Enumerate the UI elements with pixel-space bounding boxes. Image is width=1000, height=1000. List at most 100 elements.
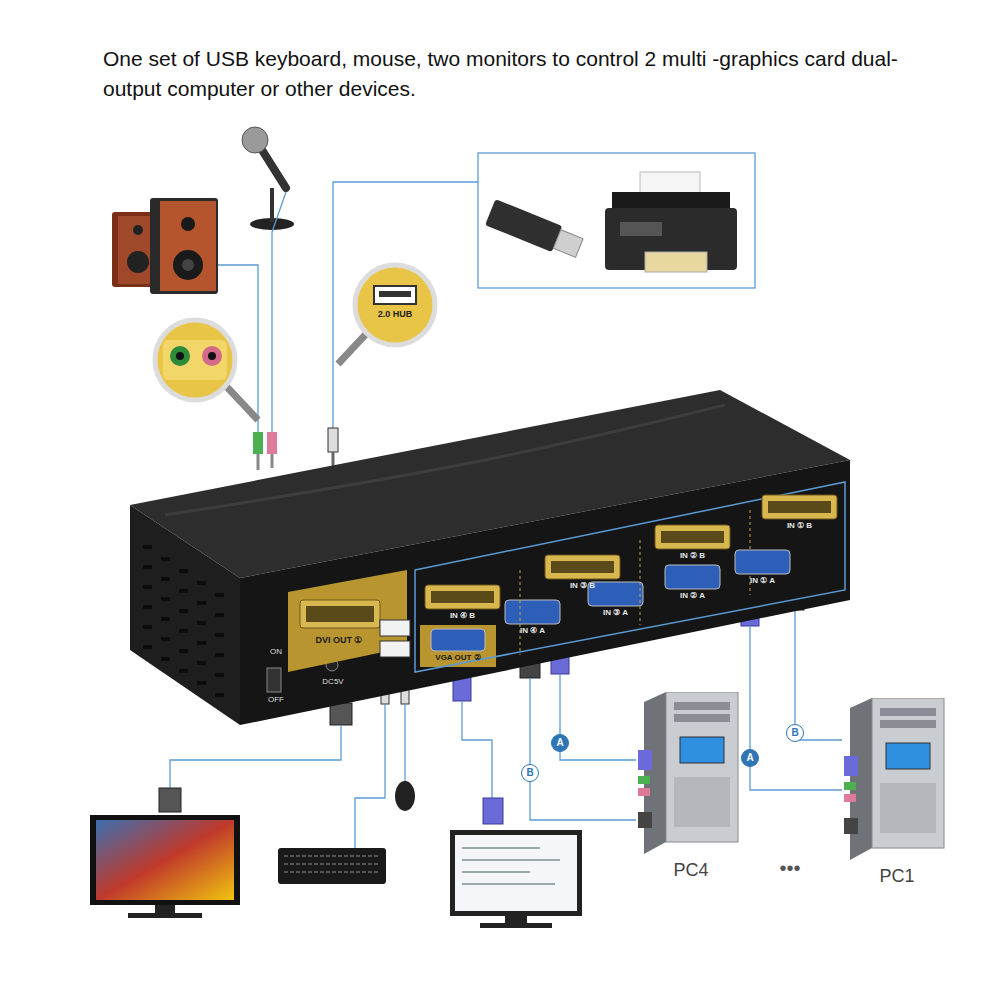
vent-slot bbox=[161, 657, 170, 661]
audio-jack-callout bbox=[170, 346, 190, 366]
port-divider bbox=[640, 540, 641, 625]
vent-slot bbox=[179, 589, 188, 593]
audio-jack-callout bbox=[163, 340, 227, 380]
power-switch bbox=[267, 668, 281, 692]
usb-port bbox=[380, 620, 410, 636]
microphone-illustration bbox=[242, 127, 268, 153]
computer-tower-body bbox=[636, 692, 746, 857]
dvi-port bbox=[300, 600, 380, 628]
mouse-illustration bbox=[395, 781, 415, 811]
audio-jack-callout bbox=[226, 386, 258, 420]
usb-device-box bbox=[478, 153, 755, 288]
port-label: DC5V bbox=[313, 677, 353, 687]
cable-connector bbox=[530, 725, 636, 820]
keyboard-illustration bbox=[284, 871, 380, 873]
kvm-switch-body bbox=[125, 385, 855, 725]
usb-hub-wire bbox=[332, 452, 335, 466]
audio-jack-callout bbox=[176, 352, 184, 360]
output-wire bbox=[355, 704, 385, 848]
rear-port bbox=[638, 750, 652, 770]
usb-device-box bbox=[485, 199, 562, 252]
tower-screen bbox=[680, 737, 724, 763]
vent-slot bbox=[215, 653, 224, 657]
audio-jack-callout bbox=[208, 352, 216, 360]
device-top-curve bbox=[165, 405, 725, 515]
speaker-illustration bbox=[160, 201, 216, 291]
computer-name: PC4 bbox=[636, 860, 746, 880]
audio-wire bbox=[257, 454, 260, 470]
monitor-illustration bbox=[155, 905, 175, 914]
port-label: IN ③ B bbox=[545, 581, 620, 591]
monitor-illustration bbox=[450, 830, 582, 916]
usb-hub-callout bbox=[338, 334, 366, 364]
computer-name: PC1 bbox=[842, 866, 952, 886]
computer-tower: PC4 bbox=[636, 692, 746, 887]
vent-slot bbox=[215, 693, 224, 697]
usb-hub-wire bbox=[333, 182, 478, 430]
vga-port bbox=[665, 565, 720, 589]
vent-slot bbox=[161, 637, 170, 641]
port-label: OFF bbox=[261, 695, 291, 705]
dvi-port-inner bbox=[306, 606, 374, 622]
vent-slot bbox=[197, 581, 206, 585]
monitor-illustration bbox=[480, 923, 552, 928]
usb-device-box bbox=[620, 222, 662, 236]
rear-port bbox=[844, 818, 858, 834]
tower-screen bbox=[886, 743, 930, 769]
port-label: VGA OUT ② bbox=[421, 653, 495, 663]
vent-slot bbox=[143, 645, 152, 649]
vent-slot bbox=[161, 597, 170, 601]
usb-hub-wire bbox=[328, 182, 478, 466]
port-label: ON bbox=[261, 647, 291, 657]
vent-slot bbox=[143, 625, 152, 629]
vent-slot bbox=[215, 633, 224, 637]
audio-jack-callout bbox=[155, 320, 235, 400]
tower-front bbox=[872, 698, 944, 848]
dvi-port-inner bbox=[431, 591, 494, 603]
vent-slot bbox=[215, 613, 224, 617]
ellipsis-mark: ••• bbox=[760, 857, 820, 880]
audio-wire bbox=[267, 432, 277, 454]
keyboard-illustration bbox=[278, 848, 386, 884]
usb-port bbox=[380, 641, 410, 657]
dvi-port bbox=[655, 525, 730, 549]
usb-hub-callout bbox=[338, 265, 435, 364]
vga-port bbox=[735, 550, 790, 574]
device-front bbox=[240, 460, 850, 725]
vent-slot bbox=[197, 601, 206, 605]
output-wire bbox=[483, 798, 503, 824]
usb-device-box bbox=[478, 153, 755, 288]
tower-side bbox=[850, 698, 872, 860]
diagram-title: One set of USB keyboard, mouse, two moni… bbox=[103, 44, 933, 104]
dvi-port-inner bbox=[661, 531, 724, 543]
tower-bay bbox=[880, 708, 936, 716]
usb-device-box bbox=[485, 199, 584, 261]
speaker-illustration bbox=[173, 250, 203, 280]
vent-slot bbox=[179, 669, 188, 673]
rear-port bbox=[844, 756, 858, 776]
output-wire bbox=[170, 725, 341, 790]
computer-tower-body bbox=[842, 698, 952, 863]
tower-front bbox=[666, 692, 738, 842]
vent-slot bbox=[161, 577, 170, 581]
kvm-switch: ONOFFDC5VDVI OUT ①VGA OUT ②IN ④ BIN ③ BI… bbox=[125, 385, 855, 725]
speaker-illustration bbox=[133, 225, 143, 235]
audio-wire bbox=[253, 432, 263, 454]
audio-wire bbox=[271, 454, 274, 468]
output-wire bbox=[159, 788, 181, 812]
dvi-port bbox=[425, 585, 500, 609]
keyboard-illustration bbox=[284, 863, 380, 865]
monitor-illustration bbox=[462, 871, 530, 873]
port-label: IN ③ A bbox=[588, 608, 643, 618]
port-label: IN ④ A bbox=[505, 626, 560, 636]
vent-slot bbox=[179, 569, 188, 573]
audio-wire bbox=[218, 192, 286, 470]
vent-slot bbox=[161, 617, 170, 621]
vent-slot bbox=[161, 557, 170, 561]
usb-device-box bbox=[645, 252, 707, 272]
usb-hub-callout bbox=[374, 286, 416, 304]
monitor-illustration bbox=[90, 815, 582, 928]
device-side bbox=[130, 505, 240, 725]
tower-panel bbox=[880, 783, 936, 833]
